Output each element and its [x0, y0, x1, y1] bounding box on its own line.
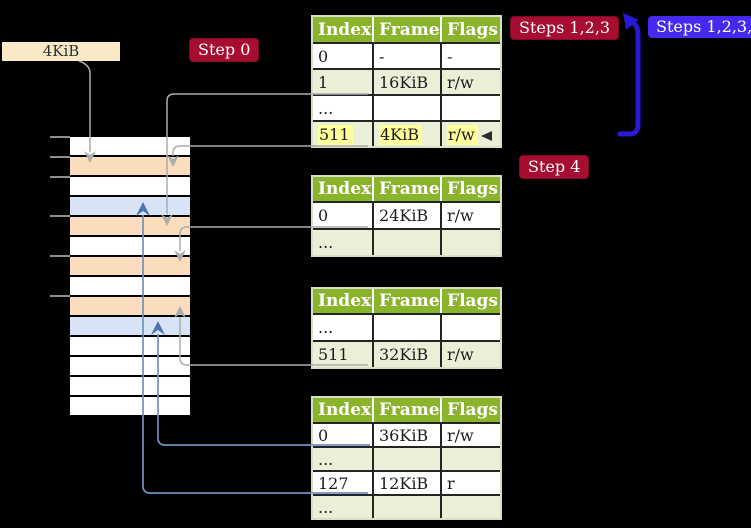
- frame-size-label: 4KiB: [2, 42, 120, 61]
- table-cell: 32KiB: [373, 341, 442, 367]
- memory-frame-row: [70, 157, 190, 175]
- table-cell: ...: [313, 229, 374, 255]
- table-cell: 0: [313, 43, 374, 70]
- column-header: Frame: [373, 17, 442, 44]
- table-cell: [373, 447, 442, 472]
- column-header: Frame: [373, 398, 442, 424]
- table-cell: r/w: [441, 202, 500, 230]
- column-header: Index: [313, 177, 374, 203]
- table-row: ...: [313, 229, 500, 255]
- table-cell: r/w: [441, 69, 500, 96]
- arrow-entry511-to-frame4: [172, 145, 368, 156]
- memory-frame-row: [70, 177, 190, 195]
- table-cell: [373, 495, 442, 518]
- steps-flow-arrow: [617, 20, 641, 137]
- table-cell: -: [373, 43, 442, 70]
- address-ticks: [50, 136, 70, 297]
- column-header: Flags: [441, 398, 500, 424]
- table-cell: [373, 229, 442, 255]
- table-cell: [441, 314, 500, 342]
- table-cell: ...: [313, 447, 374, 472]
- table-cell: r: [441, 471, 500, 496]
- table-cell: 0: [313, 202, 374, 230]
- memory-frame-row: [70, 357, 190, 375]
- table-row: 511 4KiB r/w: [313, 121, 500, 146]
- table-cell: 1: [313, 69, 374, 96]
- table-cell: [441, 495, 500, 518]
- table-cell: [373, 314, 442, 342]
- memory-frame-row: [70, 297, 190, 315]
- column-header: Index: [313, 17, 374, 44]
- physical-memory-strip: [70, 137, 190, 417]
- column-header: Index: [313, 398, 374, 424]
- memory-frame-row: [70, 137, 190, 155]
- table-row: ...: [313, 95, 500, 122]
- table-cell: r/w: [441, 341, 500, 367]
- highlighted-value: r/w: [447, 124, 478, 145]
- table-cell: [373, 95, 442, 122]
- table-row: ...: [313, 495, 500, 518]
- steps1234-badge: Steps 1,2,3,4: [648, 16, 751, 38]
- table-cell: 36KiB: [373, 423, 442, 448]
- table-cell: ...: [313, 314, 374, 342]
- memory-frame-row: [70, 277, 190, 295]
- arrowhead-upleft-icon: [623, 13, 639, 30]
- table-cell: 0: [313, 423, 374, 448]
- table-cell: 511: [313, 121, 374, 146]
- table-row: ...: [313, 314, 500, 342]
- table-cell: r/w: [441, 423, 500, 448]
- table-cell: 4KiB: [373, 121, 442, 146]
- memory-frame-row: [70, 237, 190, 255]
- table-cell: 12KiB: [373, 471, 442, 496]
- column-header: Frame: [373, 177, 442, 203]
- highlighted-value: 511: [318, 124, 353, 145]
- table-cell: r/w: [441, 121, 500, 146]
- table-cell: 16KiB: [373, 69, 442, 96]
- table-row: 0--: [313, 43, 500, 70]
- step4-badge: Step 4: [519, 155, 590, 179]
- memory-frame-row: [70, 317, 190, 335]
- table-cell: ...: [313, 95, 374, 122]
- column-header: Flags: [441, 17, 500, 44]
- table-cell: 24KiB: [373, 202, 442, 230]
- table-cell: [441, 95, 500, 122]
- step0-badge: Step 0: [189, 38, 260, 62]
- column-header: Index: [313, 289, 374, 315]
- table-cell: [441, 447, 500, 472]
- memory-frame-row: [70, 397, 190, 415]
- table-cell: -: [441, 43, 500, 70]
- memory-frame-row: [70, 337, 190, 355]
- table-cell: [441, 229, 500, 255]
- memory-frame-row: [70, 377, 190, 395]
- table-cell: ...: [313, 495, 374, 518]
- column-header: Flags: [441, 177, 500, 203]
- table-cell: 511: [313, 341, 374, 367]
- table-row: ...: [313, 447, 500, 472]
- column-header: Flags: [441, 289, 500, 315]
- memory-frame-row: [70, 217, 190, 235]
- highlighted-value: 4KiB: [379, 124, 423, 145]
- steps123-badge: Steps 1,2,3: [510, 16, 620, 40]
- memory-frame-row: [70, 197, 190, 215]
- column-header: Frame: [373, 289, 442, 315]
- memory-frame-row: [70, 257, 190, 275]
- table-cell: 127: [313, 471, 374, 496]
